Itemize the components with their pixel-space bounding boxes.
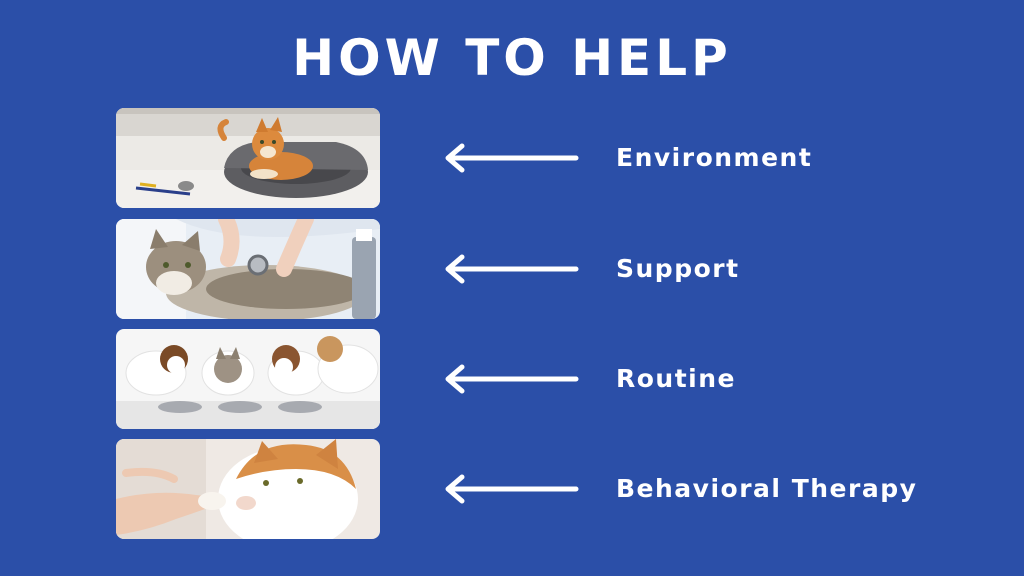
- item-row-environment: Environment: [0, 108, 1024, 208]
- item-label: Support: [616, 254, 740, 283]
- item-label: Behavioral Therapy: [616, 474, 918, 503]
- pets-eating-photo: [116, 329, 380, 429]
- item-label: Routine: [616, 364, 736, 393]
- cat-in-bed-photo: [116, 108, 380, 208]
- item-label: Environment: [616, 143, 813, 172]
- vet-with-cat-photo: [116, 219, 380, 319]
- arrow-left-icon: [445, 143, 579, 173]
- hand-and-cat-photo: [116, 439, 380, 539]
- arrow-left-icon: [445, 364, 579, 394]
- item-row-routine: Routine: [0, 329, 1024, 429]
- arrow-left-icon: [445, 254, 579, 284]
- item-row-behavioral-therapy: Behavioral Therapy: [0, 439, 1024, 539]
- item-row-support: Support: [0, 219, 1024, 319]
- page-title: HOW TO HELP: [292, 29, 732, 87]
- arrow-left-icon: [445, 474, 579, 504]
